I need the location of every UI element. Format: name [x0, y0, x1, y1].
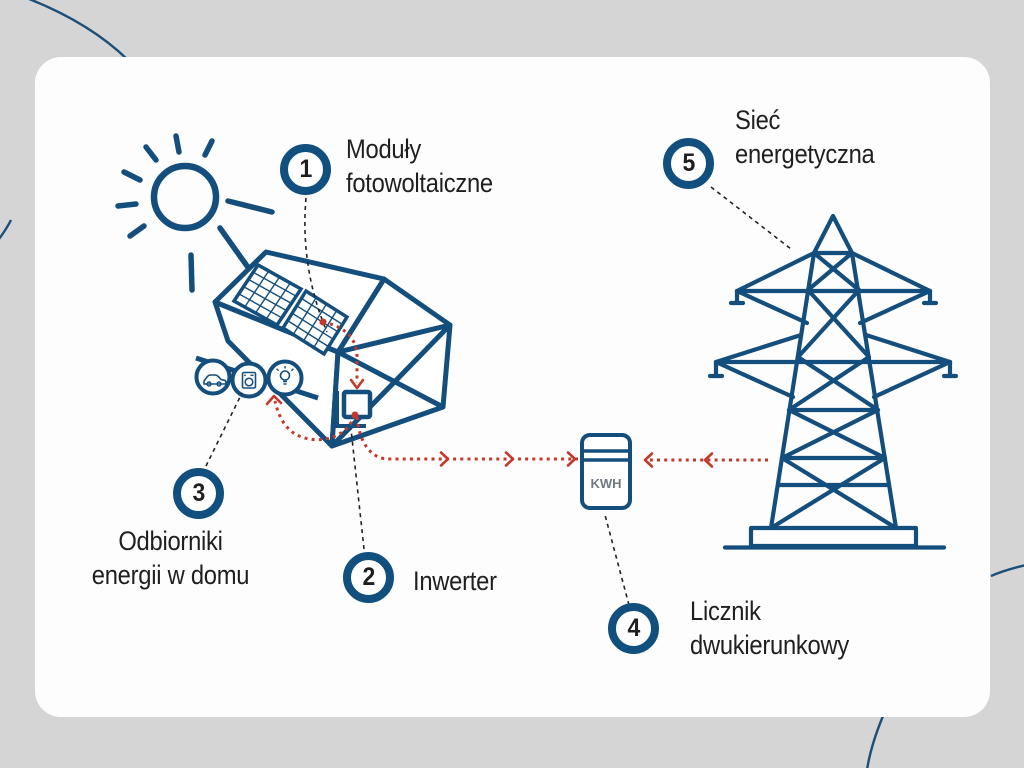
decor-curve-top-left	[28, 0, 131, 63]
label-inverter: Inwerter	[413, 566, 497, 596]
leader-step5	[710, 186, 792, 250]
home-appliance-icons	[194, 355, 319, 401]
step-number-1: 1	[299, 155, 312, 183]
decor-curve-bottom-right	[866, 715, 885, 768]
flow-arrowheads	[265, 378, 714, 468]
power-line-tower-icon	[707, 213, 959, 550]
sun-icon	[115, 133, 275, 293]
step-number-5: 5	[682, 149, 695, 177]
energy-flow-arrows	[265, 318, 768, 468]
label-home-loads: Odbiorniki energii w domu	[91, 526, 250, 590]
leader-step4	[604, 514, 630, 606]
label-modules: Moduły fotowoltaiczne	[346, 134, 493, 198]
solar-panels-icon	[234, 265, 347, 354]
kwh-meter-icon: KWH	[580, 433, 632, 510]
washing-machine-icon	[230, 361, 268, 399]
leader-step1	[304, 197, 328, 333]
step-badge-1: 1	[280, 144, 331, 195]
step-number-3: 3	[192, 479, 205, 507]
label-grid: Sieć energetyczna	[735, 105, 875, 169]
step-number-4: 4	[627, 614, 640, 642]
light-bulb-icon	[266, 359, 304, 397]
step-badge-3: 3	[173, 468, 224, 519]
decor-curve-right	[990, 564, 1024, 578]
flow-panels-to-inverter	[322, 320, 359, 383]
flow-origin-dot-panel	[319, 318, 327, 326]
decor-curve-left	[0, 219, 13, 240]
step-badge-4: 4	[608, 603, 659, 654]
kwh-meter-label: KWH	[590, 476, 621, 491]
leader-step3	[205, 392, 243, 467]
flow-origin-dot-inverter	[351, 411, 359, 419]
leader-step2	[350, 428, 365, 550]
step-number-2: 2	[362, 563, 375, 591]
car-icon	[194, 358, 232, 396]
step-badge-2: 2	[343, 552, 394, 603]
step-badge-5: 5	[663, 138, 714, 189]
label-meter: Licznik dwukierunkowy	[690, 596, 850, 660]
leader-lines	[205, 186, 792, 606]
